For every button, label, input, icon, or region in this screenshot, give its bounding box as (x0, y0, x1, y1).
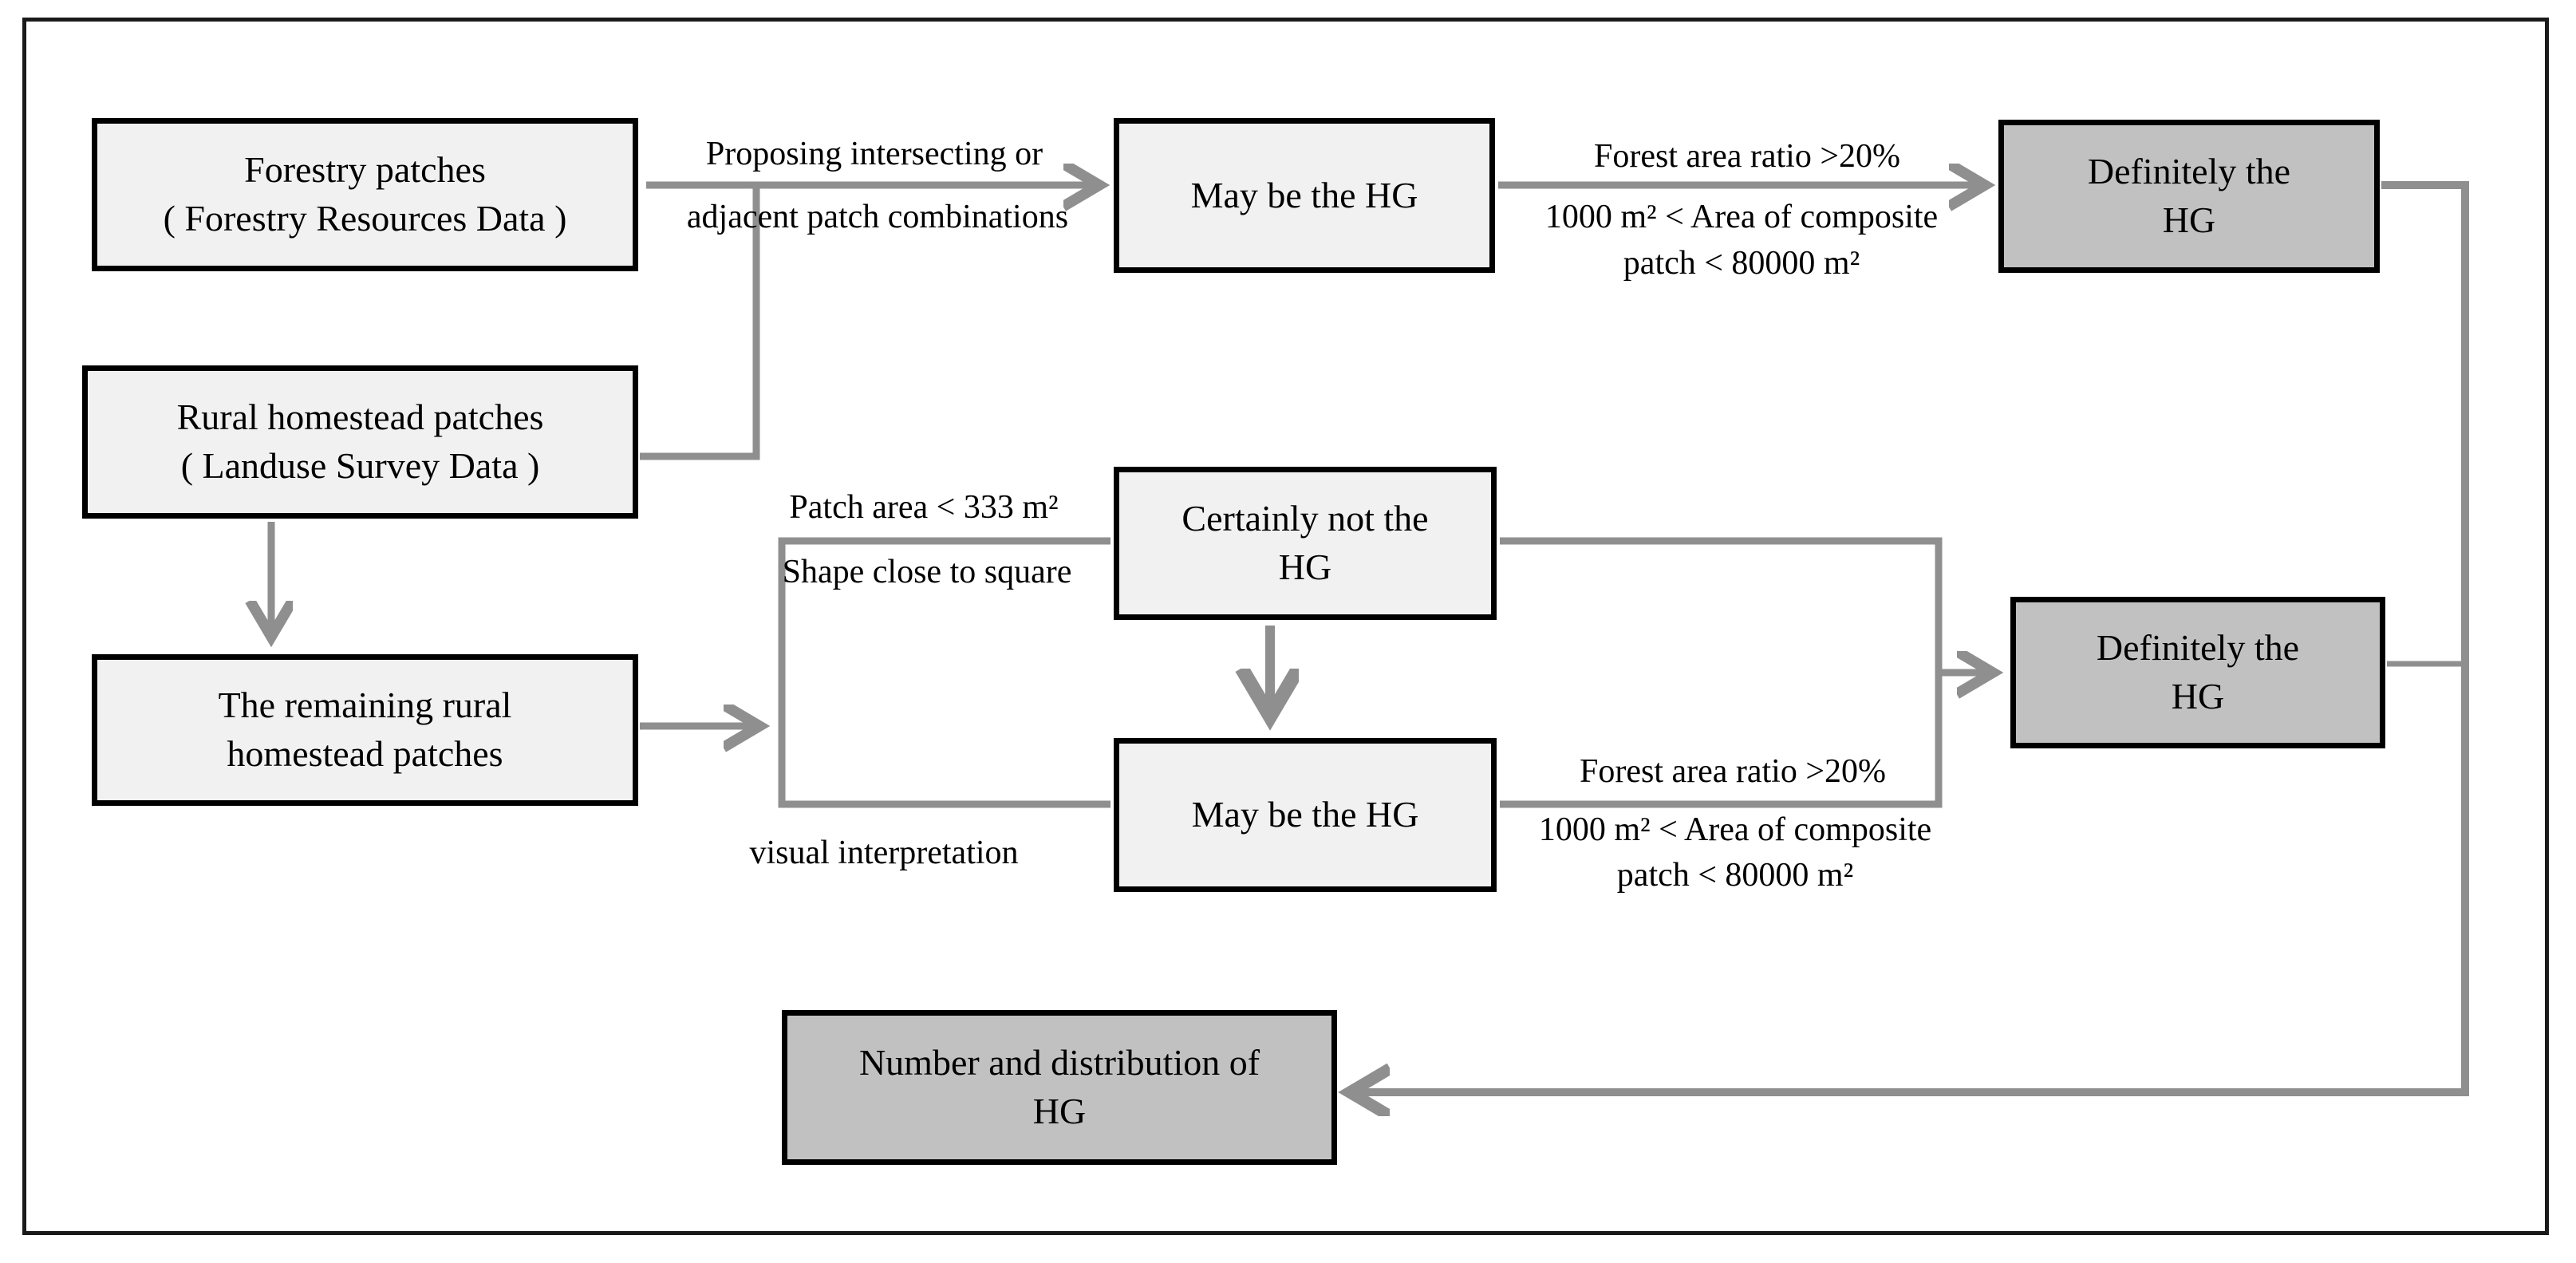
node-rural-line2: ( Landuse Survey Data ) (180, 445, 540, 486)
node-maybe-hg-top-label: May be the HG (1190, 174, 1418, 215)
edge-label-forest-top-line1: Forest area ratio >20% (1593, 138, 1901, 175)
node-number-distribution-hg-label: Number and distribution of HG (858, 1042, 1260, 1131)
edge-label-visual-interpretation: visual interpretation (749, 835, 1019, 871)
node-rural-line1: Rural homestead patches (176, 397, 544, 438)
node-forestry-line1: Forestry patches (244, 149, 486, 191)
node-definitely-hg-mid: Definitely the HG (2010, 597, 2385, 748)
edge-label-forest-bottom-line2: 1000 m² < Area of composite (1538, 811, 1932, 848)
edge-label-proposing-line1: Proposing intersecting or (705, 136, 1043, 172)
node-certainly-not-hg: Certainly not the HG (1114, 467, 1497, 620)
node-remaining-patches: The remaining rural homestead patches (92, 654, 638, 806)
edge-label-forest-bottom-line1: Forest area ratio >20% (1579, 753, 1887, 790)
edge-label-forest-top-line3: patch < 80000 m² (1623, 245, 1860, 282)
node-maybe-hg-bottom: May be the HG (1114, 738, 1497, 892)
node-definitely-hg-mid-label: Definitely the HG (2096, 627, 2300, 716)
edge-label-forest-top-line2: 1000 m² < Area of composite (1544, 199, 1939, 235)
line-rural-join (640, 188, 760, 460)
node-maybe-hg-bottom-label: May be the HG (1191, 794, 1419, 835)
node-number-distribution-hg: Number and distribution of HG (782, 1010, 1337, 1165)
node-definitely-hg-top: Definitely the HG (1998, 120, 2380, 273)
node-rural-homestead-patches: Rural homestead patches ( Landuse Survey… (82, 365, 638, 519)
edge-label-proposing-line2: adjacent patch combinations (686, 199, 1069, 235)
figure-border (22, 18, 2549, 1235)
line-definitely-top-rail (1350, 181, 2469, 1092)
node-remaining-label: The remaining rural homestead patches (218, 685, 512, 774)
node-maybe-hg-top: May be the HG (1114, 118, 1495, 273)
line-split-bracket (778, 537, 1110, 808)
edge-label-patch-area: Patch area < 333 m² (789, 489, 1059, 526)
node-forestry-patches: Forestry patches ( Forestry Resources Da… (92, 118, 638, 271)
node-certainly-not-hg-label: Certainly not the HG (1181, 498, 1429, 587)
node-definitely-hg-top-label: Definitely the HG (2087, 151, 2291, 240)
edge-label-forest-bottom-line3: patch < 80000 m² (1616, 857, 1854, 894)
node-forestry-line2: ( Forestry Resources Data ) (163, 198, 567, 239)
edge-label-shape-square: Shape close to square (782, 554, 1072, 590)
